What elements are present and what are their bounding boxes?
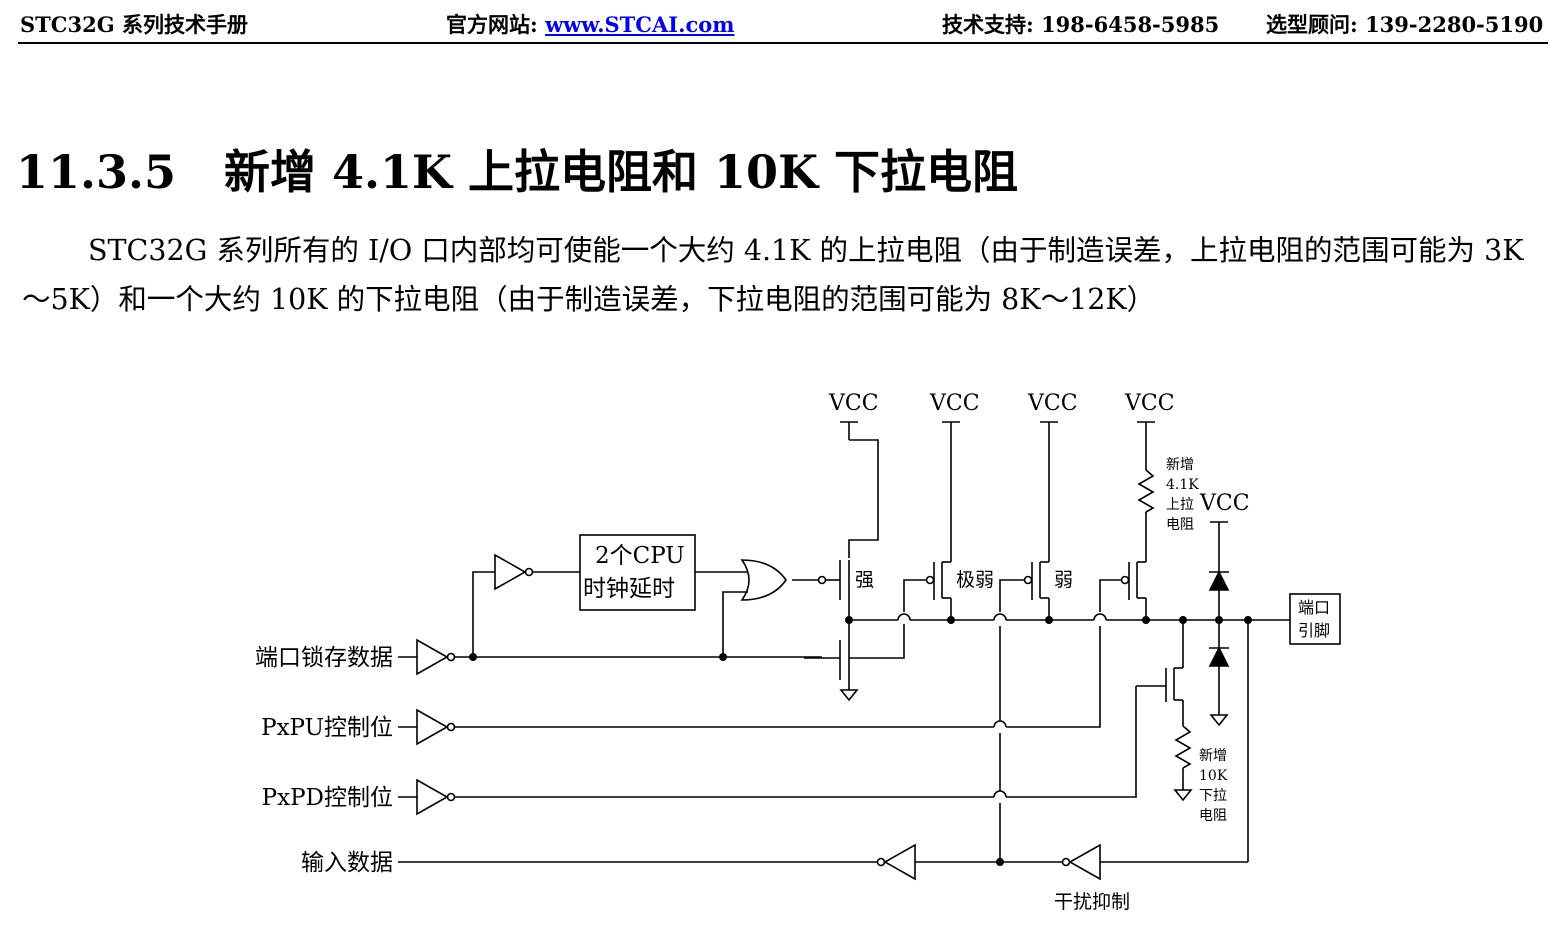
section-title: 11.3.5 新增 4.1K 上拉电阻和 10K 下拉电阻 bbox=[16, 142, 1018, 202]
latch-data-label: 端口锁存数据 bbox=[255, 645, 393, 671]
body-paragraph: STC32G 系列所有的 I/O 口内部均可使能一个大约 4.1K 的上拉电阻（… bbox=[22, 226, 1544, 324]
paragraph-text: STC32G 系列所有的 I/O 口内部均可使能一个大约 4.1K 的上拉电阻（… bbox=[22, 234, 1524, 316]
section-number: 11.3.5 bbox=[16, 145, 177, 199]
pullup-label-1: 新增 bbox=[1166, 457, 1194, 473]
input-data-label: 输入数据 bbox=[301, 850, 393, 876]
pulldown-label-4: 电阻 bbox=[1199, 808, 1227, 824]
pin-label-1: 端口 bbox=[1298, 598, 1330, 617]
page-header: STC32G 系列技术手册 官方网站: www.STCAI.com 技术支持: … bbox=[18, 8, 1548, 44]
tech-support: 技术支持: 198-6458-5985 bbox=[942, 12, 1220, 37]
vcc-label-1: VCC bbox=[828, 391, 879, 416]
pulldown-label-1: 新增 bbox=[1199, 748, 1227, 764]
delay-block-line2: 时钟延时 bbox=[583, 576, 675, 602]
pxpu-label: PxPU控制位 bbox=[261, 715, 393, 741]
delay-block-line1: 2个CPU bbox=[595, 543, 685, 569]
strong-label: 强 bbox=[855, 569, 874, 591]
pin-label-2: 引脚 bbox=[1298, 621, 1330, 640]
vcc-label-3: VCC bbox=[1027, 391, 1078, 416]
site-link[interactable]: www.STCAI.com bbox=[545, 12, 735, 37]
site-label: 官方网站: bbox=[446, 12, 538, 37]
pullup-label-4: 电阻 bbox=[1166, 517, 1194, 533]
section-heading: 新增 4.1K 上拉电阻和 10K 下拉电阻 bbox=[224, 145, 1019, 199]
sales-advisor: 选型顾问: 139-2280-5190 bbox=[1266, 12, 1544, 37]
official-site: 官方网站: www.STCAI.com bbox=[446, 12, 734, 38]
vcc-label-4: VCC bbox=[1124, 391, 1175, 416]
manual-title: STC32G 系列技术手册 bbox=[20, 12, 248, 37]
pullup-label-3: 上拉 bbox=[1166, 497, 1194, 513]
interference-label: 干扰抑制 bbox=[1054, 891, 1130, 913]
pxpd-label: PxPD控制位 bbox=[262, 785, 393, 811]
very-weak-label: 极弱 bbox=[956, 569, 994, 591]
pulldown-label-2: 10K bbox=[1199, 768, 1228, 784]
vcc-label-diode: VCC bbox=[1199, 491, 1250, 516]
vcc-label-2: VCC bbox=[929, 391, 980, 416]
pullup-label-2: 4.1K bbox=[1166, 477, 1199, 493]
weak-label: 弱 bbox=[1054, 569, 1073, 591]
pulldown-label-3: 下拉 bbox=[1199, 788, 1227, 804]
